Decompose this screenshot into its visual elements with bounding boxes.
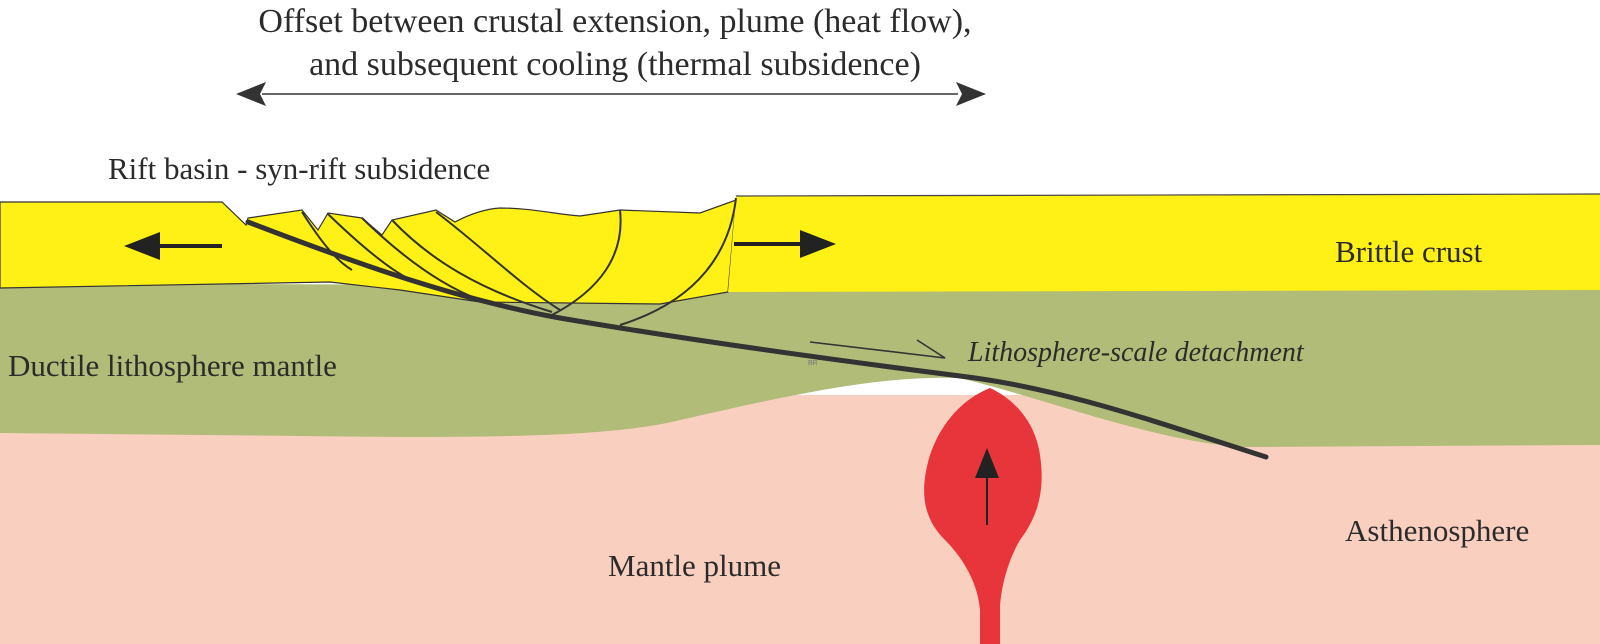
title-line-1: Offset between crustal extension, plume … (258, 3, 971, 40)
ductile-mantle-layer (0, 283, 1600, 447)
tiny-mark: BR (808, 360, 818, 367)
fault-1 (301, 211, 353, 271)
fault-7 (619, 197, 737, 326)
rift-basin-label: Rift basin - syn-rift subsidence (108, 151, 490, 186)
brittle-crust-right (728, 194, 1600, 292)
asthenosphere-label: Asthenosphere (1345, 513, 1529, 548)
fault-4 (391, 219, 553, 313)
extension-arrow-right (734, 230, 836, 258)
plume-up-arrow (975, 448, 999, 525)
detachment-fault (245, 219, 1269, 460)
title-line-2: and subsequent cooling (thermal subsiden… (309, 46, 921, 83)
fault-6 (551, 209, 622, 316)
detachment-label: Lithosphere-scale detachment (967, 337, 1305, 368)
extension-arrow-left (124, 232, 222, 260)
shear-sense-arrow (809, 339, 946, 359)
offset-double-arrow (236, 82, 986, 106)
mantle-plume-label: Mantle plume (608, 548, 781, 583)
fault-5 (435, 211, 561, 311)
mantle-plume (924, 388, 1042, 644)
brittle-crust-label: Brittle crust (1335, 234, 1483, 269)
crust-top-outline (735, 193, 1600, 197)
ductile-mantle-label: Ductile lithosphere mantle (8, 348, 337, 383)
